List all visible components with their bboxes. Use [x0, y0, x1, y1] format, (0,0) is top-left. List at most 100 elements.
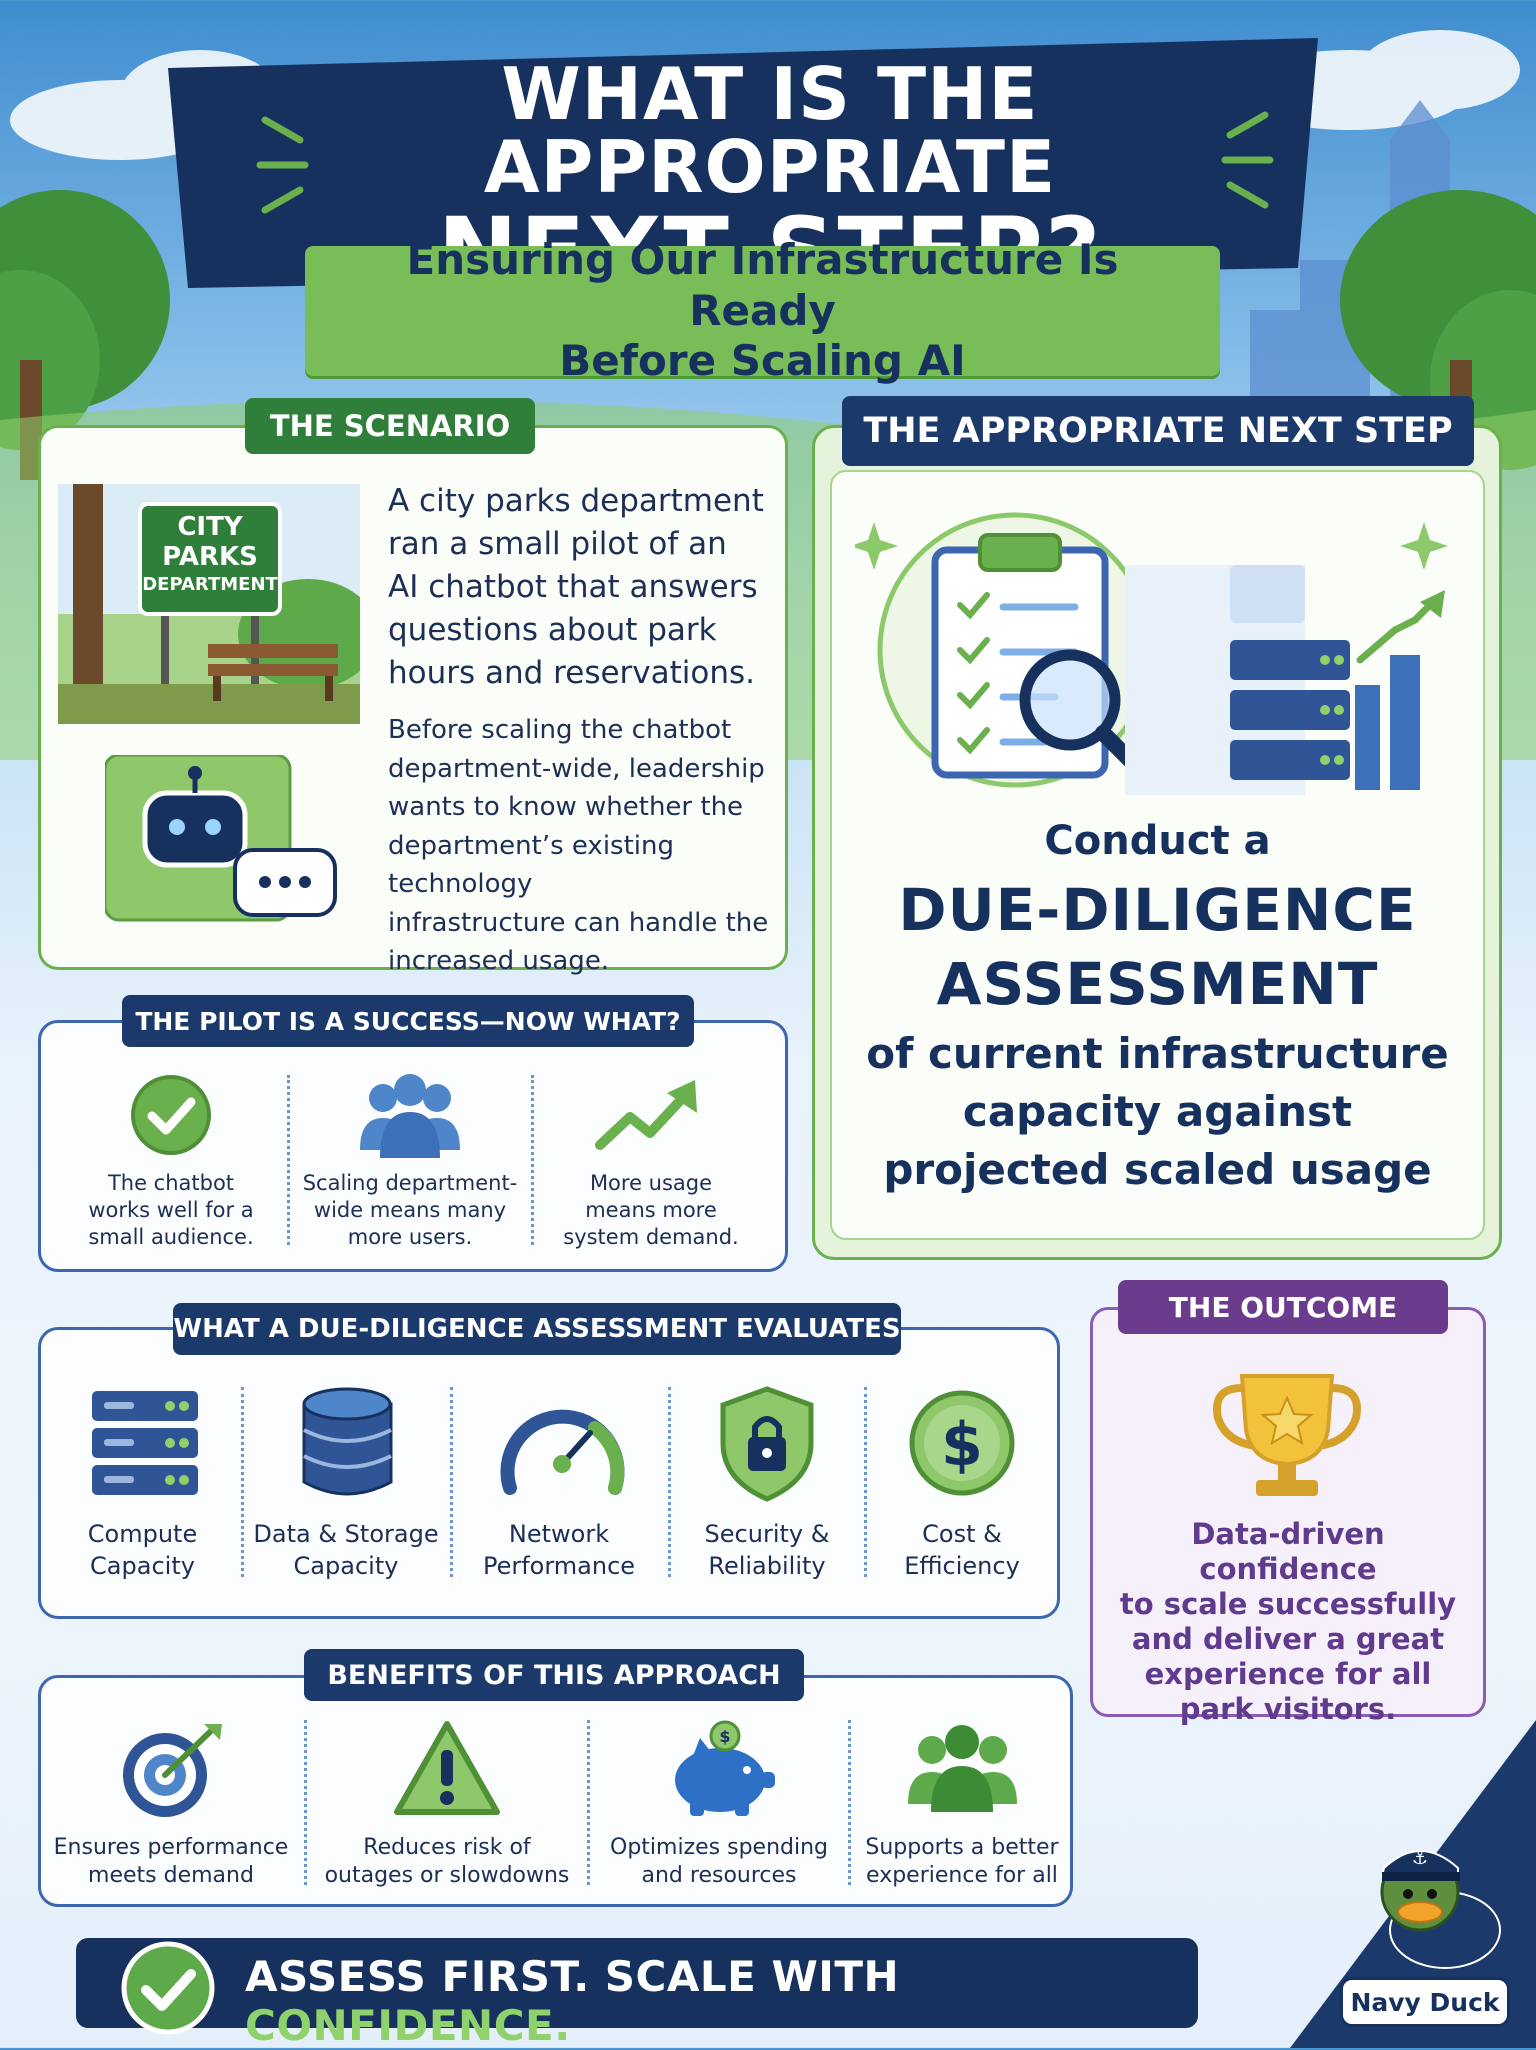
next-step-big-line-1: DUE-DILIGENCE	[898, 876, 1417, 944]
benefits-line: experience for all	[866, 1863, 1058, 1888]
park-sign-illustration	[58, 484, 360, 724]
benefits-line: Supports a better	[865, 1835, 1059, 1860]
scenario-p1-line: ran a small pilot of an	[388, 526, 727, 562]
scenario-p1-line: questions about park	[388, 612, 717, 648]
outcome-line: to scale successfully	[1119, 1587, 1457, 1621]
benefits-divider	[587, 1720, 590, 1885]
pilot-line: small audience.	[88, 1225, 254, 1249]
scenario-p2-line: department’s existing technology	[388, 830, 674, 900]
sign-line-3: DEPARTMENT	[142, 574, 278, 595]
benefits-line: Optimizes spending	[610, 1835, 828, 1860]
benefits-card	[38, 1675, 1073, 1907]
checkmark-circle-icon	[131, 1075, 211, 1155]
benefits-item-4-label: Supports a better experience for all	[855, 1834, 1069, 1890]
benefits-item-1-label: Ensures performance meets demand	[45, 1834, 297, 1890]
benefits-line: and resources	[641, 1863, 797, 1888]
title-line-1: WHAT IS THE APPROPRIATE	[483, 52, 1057, 210]
scenario-paragraph-2: Before scaling the chatbot department-wi…	[388, 711, 786, 981]
evaluates-line: Compute	[87, 1520, 198, 1548]
scenario-paragraph-1: A city parks department ran a small pilo…	[388, 480, 783, 695]
next-step-header: THE APPROPRIATE NEXT STEP	[842, 396, 1474, 466]
evaluates-line: Performance	[482, 1552, 636, 1580]
pilot-line: The chatbot	[107, 1171, 235, 1195]
evaluates-line: Network	[508, 1520, 610, 1548]
assessment-illustration	[855, 512, 1448, 795]
benefits-line: Ensures performance	[53, 1835, 289, 1860]
scenario-header: THE SCENARIO	[245, 398, 535, 454]
database-icon	[302, 1387, 393, 1496]
trend-up-arrow-icon	[595, 1080, 697, 1150]
evaluates-line: Cost &	[922, 1520, 1002, 1548]
target-icon	[123, 1724, 222, 1817]
evaluates-line: Capacity	[293, 1552, 399, 1580]
sign-line-2: PARKS	[162, 542, 258, 572]
pilot-header: THE PILOT IS A SUCCESS—NOW WHAT?	[122, 995, 694, 1047]
pilot-item-1-label: The chatbot works well for a small audie…	[60, 1170, 282, 1251]
pilot-line: Scaling department-	[302, 1171, 518, 1195]
evaluates-divider	[668, 1387, 671, 1577]
subtitle-banner: Ensuring Our Infrastructure Is Ready Bef…	[305, 235, 1220, 385]
benefits-divider	[304, 1720, 307, 1885]
evaluates-line: Data & Storage	[253, 1520, 439, 1548]
evaluates-item-5-label: Cost & Efficiency	[868, 1518, 1056, 1582]
evaluates-item-1-label: Compute Capacity	[45, 1518, 240, 1582]
benefits-line: Reduces risk of	[363, 1835, 531, 1860]
footer-slogan-main: ASSESS FIRST. SCALE WITH	[245, 1952, 900, 2001]
evaluates-line: Security &	[704, 1520, 830, 1548]
scenario-p1-line: hours and reservations.	[388, 655, 756, 691]
pilot-line: works well for a	[88, 1198, 254, 1222]
outcome-line: and deliver a great	[1131, 1622, 1445, 1656]
benefits-item-3-label: Optimizes spending and resources	[594, 1834, 844, 1890]
benefits-line: outages or slowdowns	[324, 1863, 570, 1888]
evaluates-line: Reliability	[708, 1552, 826, 1580]
pilot-item-3-label: More usage means more system demand.	[540, 1170, 762, 1251]
park-sign: CITY PARKS DEPARTMENT	[140, 512, 280, 598]
people-group-icon	[360, 1074, 460, 1158]
evaluates-divider	[450, 1387, 453, 1577]
evaluates-divider	[864, 1387, 867, 1577]
pilot-line: system demand.	[563, 1225, 739, 1249]
evaluates-header: WHAT A DUE-DILIGENCE ASSESSMENT EVALUATE…	[173, 1303, 901, 1355]
outcome-line: park visitors.	[1179, 1692, 1397, 1726]
outcome-text: Data-driven confidence to scale successf…	[1100, 1517, 1476, 1727]
benefits-divider	[848, 1720, 851, 1885]
duck-mascot-icon: ⚓	[1380, 1848, 1501, 1969]
evaluates-item-3-label: Network Performance	[453, 1518, 665, 1582]
speedometer-icon	[500, 1409, 625, 1495]
sparkle-lines-right-icon	[1221, 111, 1274, 209]
subtitle-line-2: Before Scaling AI	[559, 336, 966, 386]
svg-text:$: $	[941, 1410, 983, 1480]
evaluates-item-4-label: Security & Reliability	[672, 1518, 862, 1582]
shield-lock-icon	[720, 1386, 814, 1502]
pilot-line: more users.	[347, 1225, 473, 1249]
navy-duck-badge: Navy Duck	[1340, 1977, 1510, 2027]
scenario-p2-line: infrastructure can handle the	[388, 907, 769, 938]
server-rack-icon	[92, 1391, 198, 1495]
pilot-divider	[287, 1075, 290, 1245]
evaluates-line: Capacity	[90, 1552, 195, 1580]
scenario-p2-line: department-wide, leadership	[388, 753, 765, 784]
outcome-line: experience for all	[1144, 1657, 1432, 1691]
next-step-rest: of current infrastructure capacity again…	[835, 1025, 1480, 1199]
trophy-icon	[1213, 1374, 1361, 1496]
next-step-rest-line: capacity against	[962, 1087, 1353, 1136]
piggy-bank-icon: $	[675, 1720, 775, 1816]
people-group-icon	[908, 1725, 1017, 1812]
chatbot-illustration	[105, 755, 337, 922]
subtitle-line-1: Ensuring Our Infrastructure Is Ready	[406, 235, 1119, 335]
evaluates-line: Efficiency	[904, 1552, 1020, 1580]
evaluates-item-2-label: Data & Storage Capacity	[245, 1518, 447, 1582]
scenario-p1-line: A city parks department	[388, 483, 764, 519]
benefits-header: BENEFITS OF THIS APPROACH	[304, 1649, 804, 1701]
next-step-rest-line: of current infrastructure	[866, 1029, 1449, 1078]
pilot-divider	[531, 1075, 534, 1245]
svg-text:⚓: ⚓	[1412, 1848, 1428, 1869]
outcome-line: Data-driven confidence	[1191, 1517, 1385, 1586]
scenario-p2-line: increased usage.	[388, 946, 610, 976]
scenario-p2-line: Before scaling the chatbot	[388, 715, 732, 745]
next-step-rest-line: projected scaled usage	[883, 1145, 1432, 1194]
outcome-header: THE OUTCOME	[1118, 1280, 1448, 1334]
pilot-line: means more	[585, 1198, 717, 1222]
warning-triangle-icon	[394, 1721, 500, 1815]
footer-checkmark-icon	[121, 1941, 215, 2035]
